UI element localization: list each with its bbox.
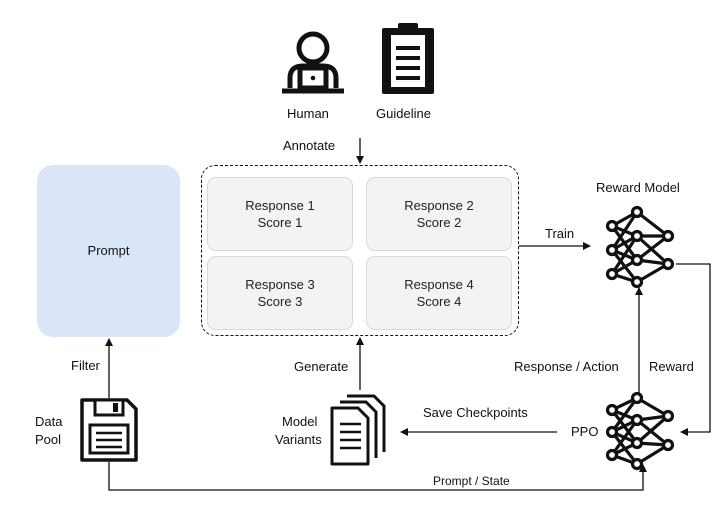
score-label: Score 4 bbox=[416, 294, 462, 309]
generate-label: Generate bbox=[294, 359, 349, 374]
response-cell-4: Response 4 Score 4 bbox=[366, 256, 512, 330]
response-label: Response 3 bbox=[245, 277, 315, 292]
model-variants-label-line2: Variants bbox=[275, 432, 322, 447]
reward-label: Reward bbox=[649, 359, 694, 374]
response-cell-1: Response 1 Score 1 bbox=[207, 177, 353, 251]
filter-label: Filter bbox=[71, 358, 100, 373]
score-label: Score 2 bbox=[416, 215, 462, 230]
guideline-label: Guideline bbox=[376, 106, 431, 121]
response-label: Response 4 bbox=[404, 277, 474, 292]
human-label: Human bbox=[287, 106, 329, 121]
prompt-state-label: Prompt / State bbox=[433, 474, 510, 488]
ppo-label: PPO bbox=[571, 424, 599, 439]
save-checkpoints-label: Save Checkpoints bbox=[423, 405, 528, 420]
ppo-network-icon bbox=[605, 391, 675, 471]
response-label: Response 2 bbox=[404, 198, 474, 213]
prompt-state-arrow bbox=[108, 462, 647, 491]
response-label: Response 1 bbox=[245, 198, 315, 213]
reward-arrow bbox=[676, 263, 711, 436]
data-pool-label-line1: Data bbox=[35, 414, 63, 429]
responses-group bbox=[201, 165, 519, 336]
prompt-box: Prompt bbox=[37, 165, 180, 337]
human-laptop-icon bbox=[282, 31, 344, 94]
response-cell-3: Response 3 Score 3 bbox=[207, 256, 353, 330]
train-label: Train bbox=[545, 226, 575, 241]
score-label: Score 1 bbox=[257, 215, 303, 230]
reward-model-label: Reward Model bbox=[596, 180, 680, 195]
prompt-label: Prompt bbox=[87, 243, 130, 258]
floppy-disk-icon bbox=[80, 398, 138, 462]
data-pool-label-line2: Pool bbox=[35, 432, 62, 447]
documents-stack-icon bbox=[330, 394, 386, 466]
reward-model-network-icon bbox=[605, 205, 675, 289]
model-variants-label-line1: Model bbox=[282, 414, 318, 429]
response-action-label: Response / Action bbox=[514, 359, 619, 374]
annotate-label: Annotate bbox=[283, 138, 336, 153]
clipboard-icon bbox=[382, 23, 434, 94]
score-label: Score 3 bbox=[257, 294, 303, 309]
response-cell-2: Response 2 Score 2 bbox=[366, 177, 512, 251]
